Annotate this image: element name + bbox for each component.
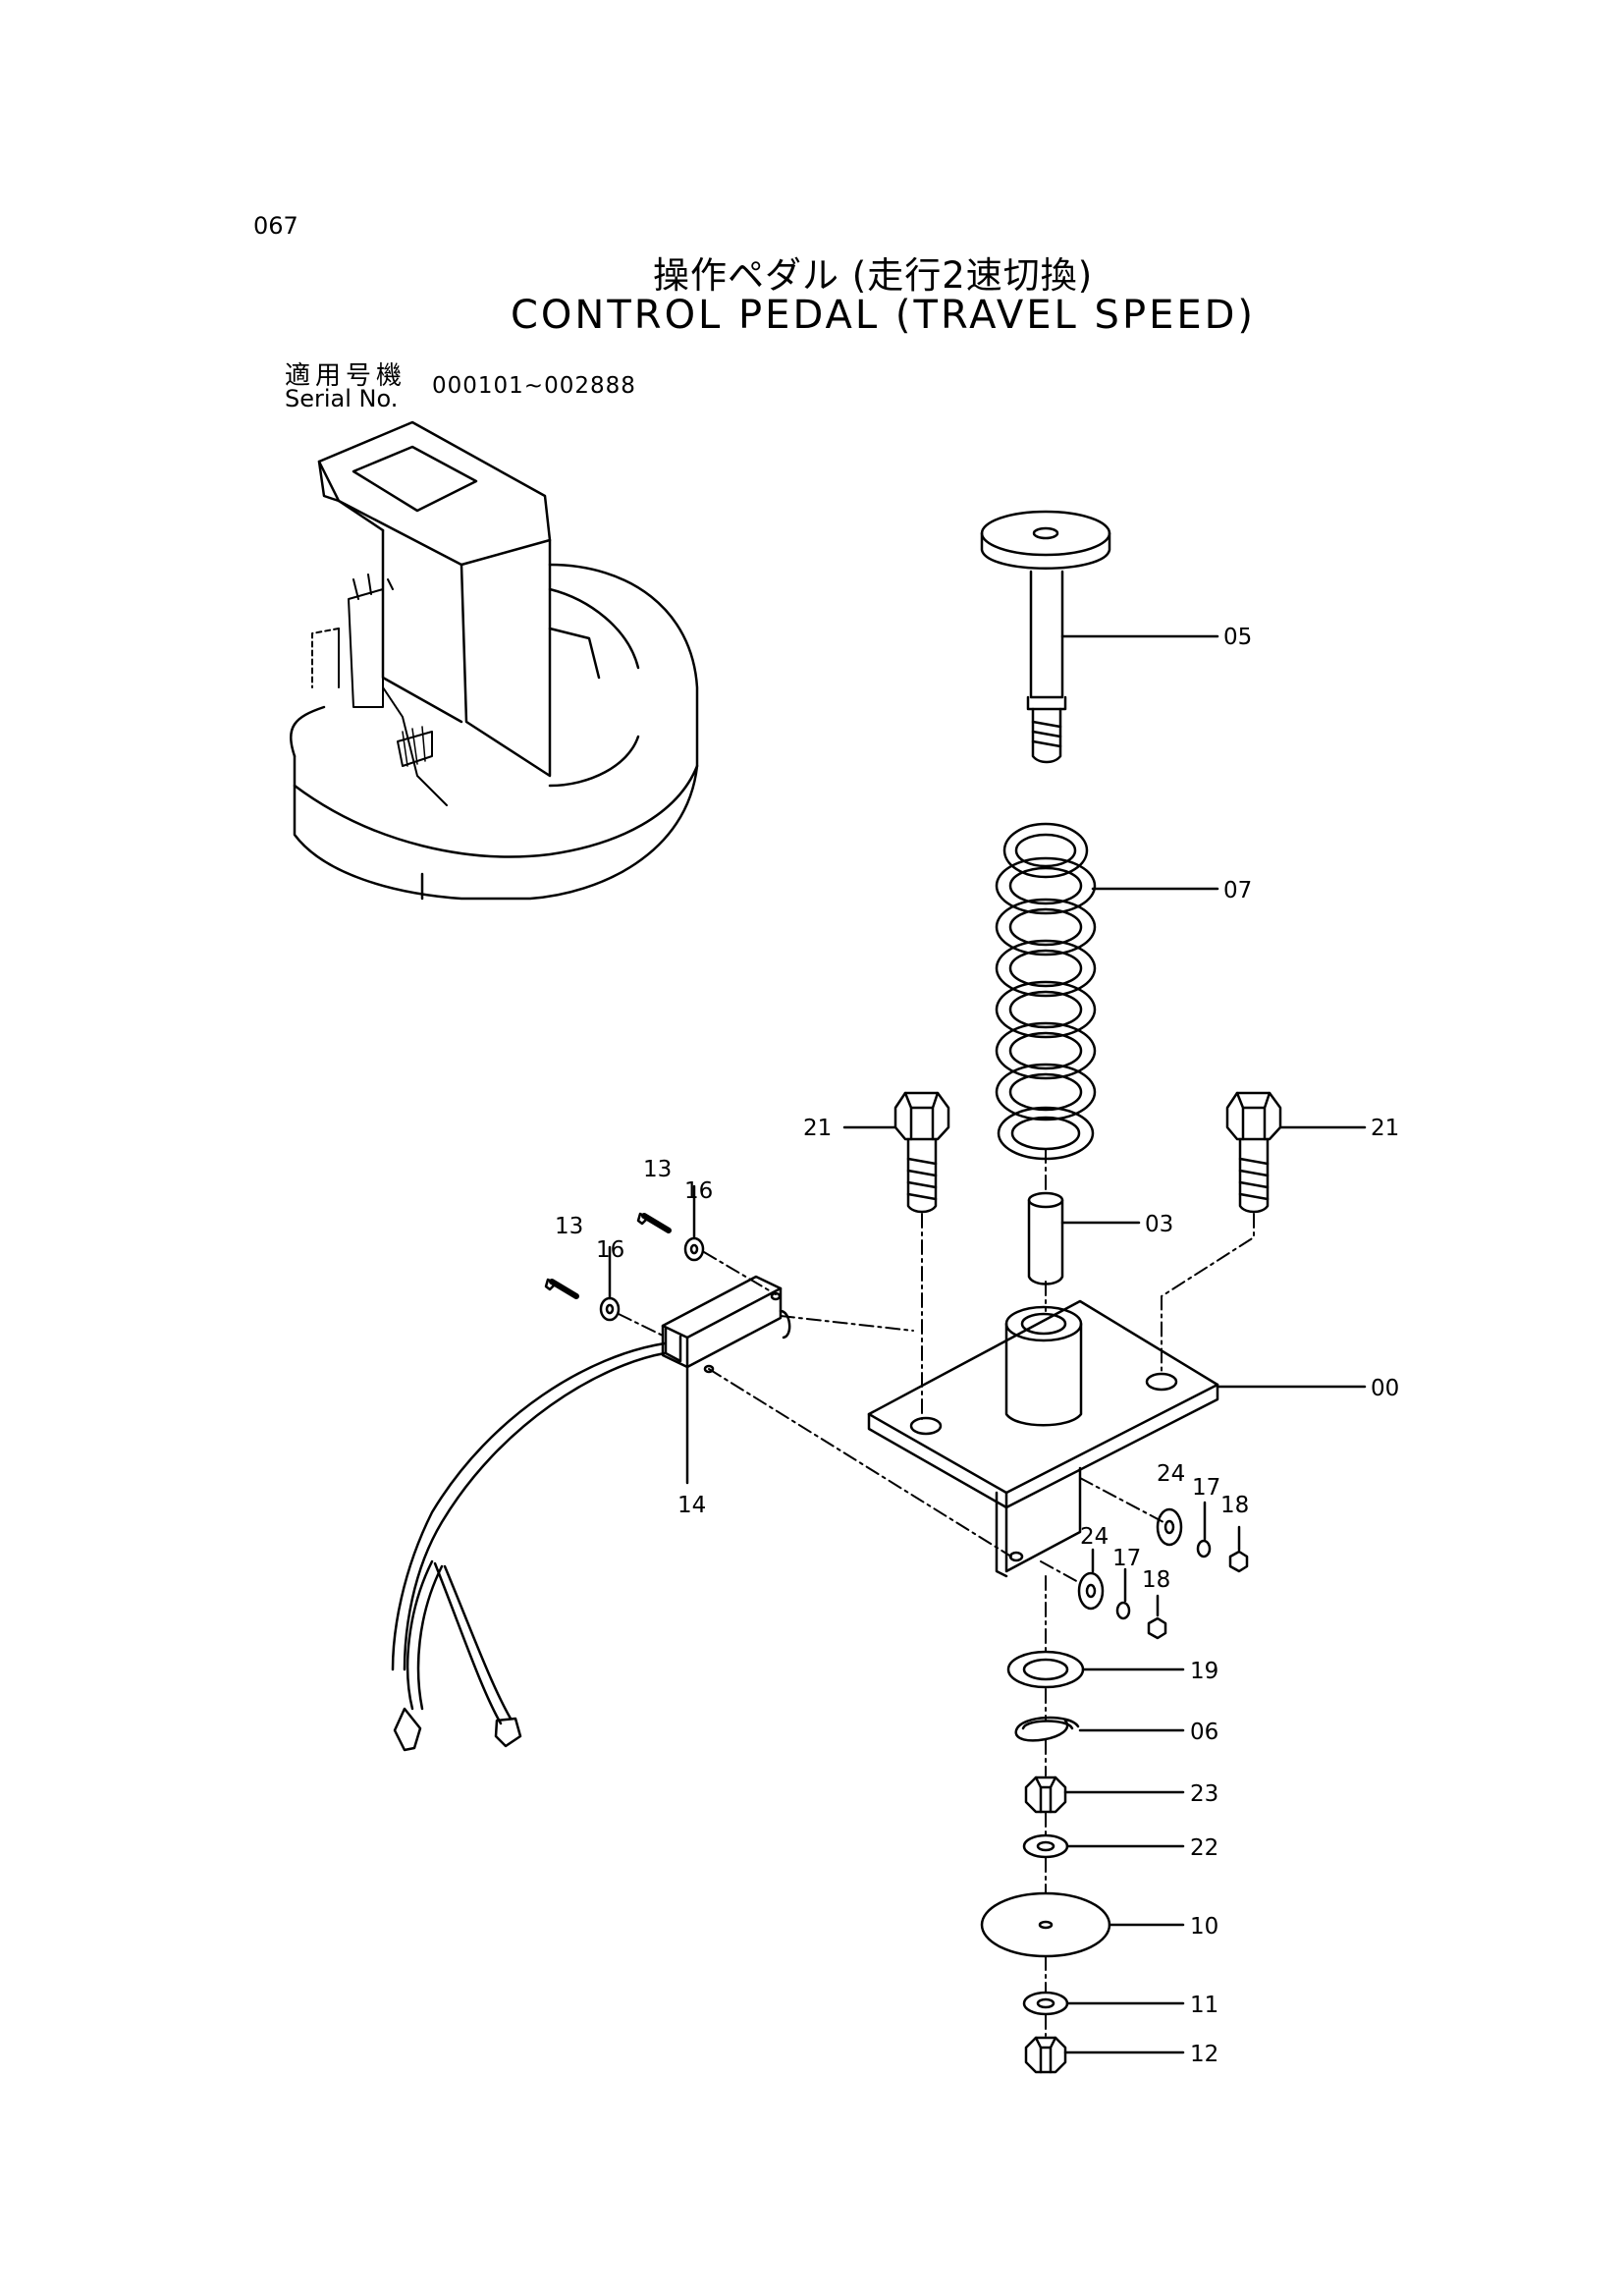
spring-07 bbox=[995, 822, 1219, 1161]
bolt-21-left bbox=[842, 1091, 950, 1214]
label-05: 05 bbox=[1223, 625, 1252, 650]
label-22: 22 bbox=[1190, 1835, 1218, 1861]
page-number: 067 bbox=[253, 212, 298, 240]
lower-stack bbox=[980, 1650, 1185, 2074]
label-03: 03 bbox=[1145, 1212, 1173, 1237]
label-10: 10 bbox=[1190, 1914, 1218, 1940]
part-labels: 05 07 21 21 03 13 16 13 16 00 14 24 17 1… bbox=[555, 625, 1399, 2067]
label-11: 11 bbox=[1190, 1993, 1218, 2018]
serial-label-japanese: 適用号機 bbox=[285, 361, 407, 391]
label-17-upper: 17 bbox=[1192, 1475, 1220, 1501]
label-13-upper: 13 bbox=[643, 1157, 672, 1182]
bolt-21-right bbox=[1225, 1091, 1367, 1214]
label-17-lower: 17 bbox=[1112, 1546, 1141, 1571]
machine-overview-sketch bbox=[290, 420, 699, 901]
label-23: 23 bbox=[1190, 1781, 1218, 1807]
label-07: 07 bbox=[1223, 878, 1252, 903]
title-english: CONTROL PEDAL (TRAVEL SPEED) bbox=[511, 293, 1257, 338]
assembly-lines bbox=[618, 1148, 1255, 2037]
washers-24-17-nuts-18 bbox=[1077, 1501, 1249, 1640]
label-14: 14 bbox=[677, 1493, 706, 1518]
label-24-upper: 24 bbox=[1157, 1461, 1185, 1487]
pedal-pin-05 bbox=[980, 510, 1219, 764]
label-12: 12 bbox=[1190, 2042, 1218, 2067]
serial-range: 000101~002888 bbox=[432, 373, 636, 399]
label-00: 00 bbox=[1371, 1376, 1399, 1401]
label-16-upper: 16 bbox=[684, 1178, 713, 1204]
label-24-lower: 24 bbox=[1080, 1524, 1109, 1550]
label-18-lower: 18 bbox=[1142, 1567, 1170, 1593]
label-21-right: 21 bbox=[1371, 1116, 1399, 1141]
label-18-upper: 18 bbox=[1220, 1493, 1249, 1518]
screws-13-washers-16 bbox=[544, 1184, 705, 1322]
label-06: 06 bbox=[1190, 1720, 1218, 1745]
title-japanese: 操作ペダル (走行2速切換) bbox=[653, 254, 1094, 297]
label-13-lower: 13 bbox=[555, 1214, 583, 1239]
switch-14 bbox=[391, 1275, 791, 1752]
serial-label-english: Serial No. bbox=[285, 385, 399, 412]
label-21-left: 21 bbox=[803, 1116, 832, 1141]
label-16-lower: 16 bbox=[596, 1237, 624, 1263]
collar-03 bbox=[1027, 1191, 1141, 1285]
bracket-00 bbox=[867, 1299, 1367, 1578]
label-19: 19 bbox=[1190, 1659, 1218, 1684]
